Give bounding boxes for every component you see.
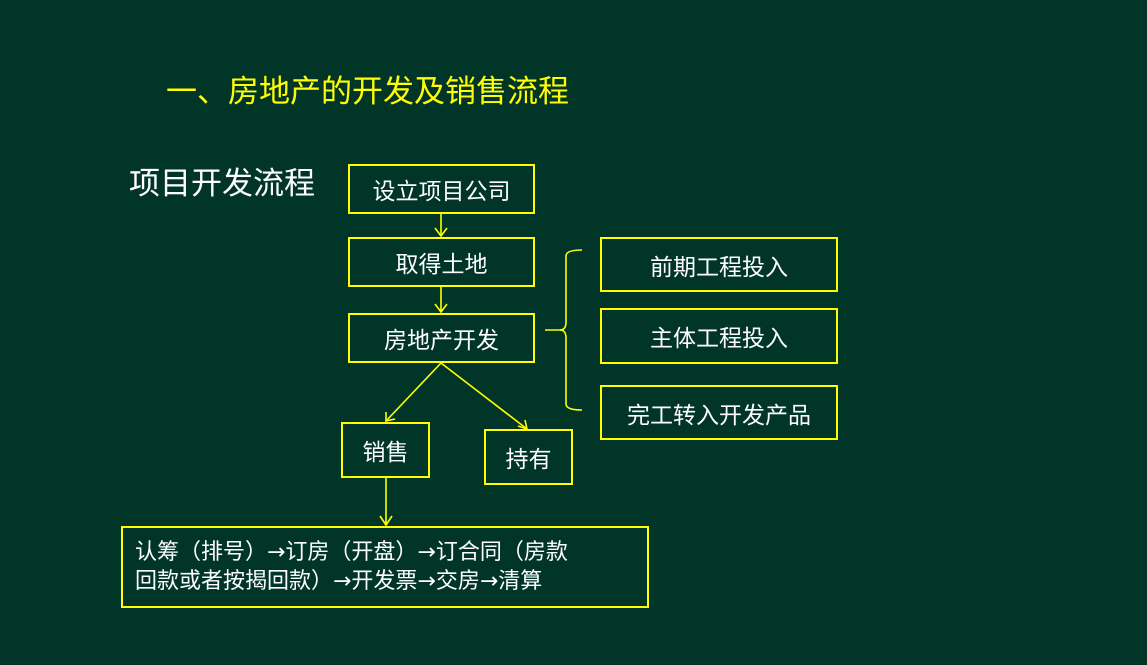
section-subtitle: 项目开发流程	[129, 166, 315, 202]
branch-sell: 销售	[341, 422, 430, 478]
sales-process-line-2: 回款或者按揭回款）→开发票→交房→清算	[135, 569, 543, 594]
flow-step-acquire-land: 取得土地	[348, 237, 535, 287]
stage-label: 主体工程投入	[650, 326, 788, 352]
stage-label: 完工转入开发产品	[627, 402, 811, 429]
stage-label: 前期工程投入	[650, 254, 788, 281]
sales-process-box: 认筹（排号）→订房（开盘）→订合同（房款 回款或者按揭回款）→开发票→交房→清算	[121, 526, 649, 608]
flow-step-label: 房地产开发	[384, 328, 499, 354]
page-title: 一、房地产的开发及销售流程	[166, 74, 569, 110]
flow-step-label: 设立项目公司	[372, 179, 511, 205]
stage-early-investment: 前期工程投入	[600, 237, 838, 292]
branch-label: 持有	[505, 447, 552, 473]
flow-step-development: 房地产开发	[348, 313, 535, 363]
flow-step-label: 取得土地	[395, 252, 488, 278]
stage-main-investment: 主体工程投入	[600, 308, 838, 364]
branch-hold: 持有	[484, 429, 573, 485]
stage-completion-transfer: 完工转入开发产品	[600, 385, 838, 440]
sales-process-line-1: 认筹（排号）→订房（开盘）→订合同（房款	[135, 540, 568, 565]
flow-step-establish-company: 设立项目公司	[348, 164, 535, 214]
branch-label: 销售	[362, 440, 409, 466]
